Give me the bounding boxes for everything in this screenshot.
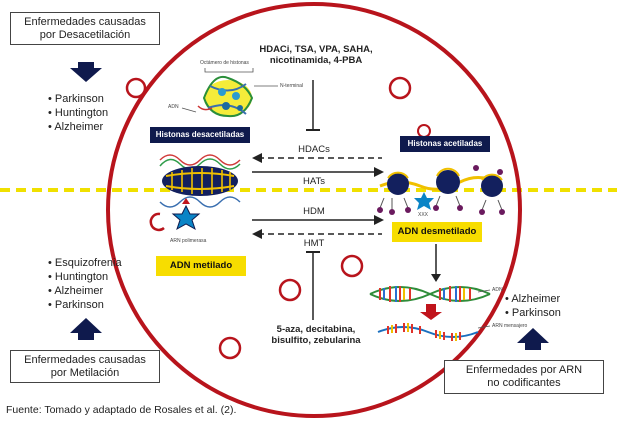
small-ring: [218, 336, 242, 360]
arrow-head: [374, 167, 384, 177]
arrow-head: [431, 274, 441, 282]
octamer-bracket: [204, 68, 254, 73]
text-line: nicotinamida, 4-PBA: [269, 55, 363, 66]
list-item: Alzheimer: [505, 292, 561, 306]
box-line: Enfermedades causadas: [24, 16, 146, 28]
list-item: Alzheimer: [48, 284, 122, 298]
small-ring: [125, 77, 147, 99]
text-line: bisulfito, zebularina: [271, 335, 361, 346]
small-ring: [340, 254, 364, 278]
red-arrow-icon: [182, 198, 190, 204]
small-arc: [149, 212, 165, 232]
adn-label: ADN: [168, 104, 179, 110]
methylation-disease-list: Esquizofrenia Huntington Alzheimer Parki…: [48, 256, 122, 312]
list-item: Huntington: [48, 106, 108, 120]
list-item: Parkinson: [48, 92, 108, 106]
list-item: Esquizofrenia: [48, 256, 122, 270]
octamer-label: Octámero de histonas: [200, 60, 249, 66]
acetylated-chromatin-icon: [377, 165, 505, 215]
up-arrow-icon: [70, 318, 102, 340]
adn-pointer: [181, 107, 197, 113]
deacetylated-chromatin-icon: [159, 154, 241, 208]
acetylated-histones-label: Histonas acetiladas: [400, 136, 490, 152]
adn-right-label: ADN: [492, 287, 503, 293]
arrow-head: [374, 215, 384, 225]
ncrna-disease-list: Alzheimer Parkinson: [505, 292, 561, 320]
down-arrow-icon: [70, 62, 102, 82]
box-line: Enfermedades por ARN: [465, 364, 583, 376]
hats-label: HATs: [303, 176, 325, 187]
demethylated-dna-label: ADN desmetilado: [392, 222, 482, 242]
list-item: Alzheimer: [48, 120, 108, 134]
arrow-head: [252, 153, 262, 163]
deacetylation-disease-list: Parkinson Huntington Alzheimer: [48, 92, 108, 134]
deacetylation-diseases-box: Enfermedades causadas por Desacetilación: [10, 12, 160, 45]
red-arrow-icon: [420, 304, 442, 320]
text-line: 5-aza, decitabina,: [276, 324, 356, 335]
mrna-label: ARN mensajero: [492, 323, 528, 329]
arrow-head: [252, 229, 262, 239]
box-line: por Desacetilación: [39, 29, 131, 41]
hmt-label: HMT: [303, 238, 325, 249]
box-line: no codificantes: [487, 377, 561, 389]
list-item: Parkinson: [48, 298, 122, 312]
list-item: Huntington: [48, 270, 122, 284]
rna-polymerase-label: ARN polimerasa: [170, 238, 207, 244]
deacetylated-histones-label: Histonas desacetiladas: [150, 127, 250, 143]
dnmt-inhibitors-text: 5-aza, decitabina, bisulfito, zebularina: [256, 324, 376, 346]
hdacs-label: HDACs: [298, 144, 330, 155]
small-ring: [388, 76, 412, 100]
hdm-label: HDM: [303, 206, 325, 217]
methylation-diseases-box: Enfermedades causadas por Metilación: [10, 350, 160, 383]
dna-helix-icon: [369, 286, 491, 302]
list-item: Parkinson: [505, 306, 561, 320]
rna-polymerase-icon: [171, 204, 201, 231]
box-line: por Metilación: [50, 367, 120, 379]
histone-octamer-icon: [197, 76, 254, 118]
text-line: HDACi, TSA, VPA, SAHA,: [259, 44, 373, 55]
xxx-label: XXX: [418, 212, 429, 218]
mrna-strand-icon: [377, 323, 479, 341]
small-ring: [278, 278, 302, 302]
up-arrow-icon: [517, 328, 549, 350]
box-line: Enfermedades causadas: [24, 354, 146, 366]
methylated-dna-label: ADN metilado: [156, 256, 246, 276]
hdac-inhibitors-text: HDACi, TSA, VPA, SAHA, nicotinamida, 4-P…: [254, 44, 378, 66]
n-terminal-label: N-terminal: [280, 83, 304, 89]
ncrna-diseases-box: Enfermedades por ARN no codificantes: [444, 360, 604, 394]
cell-circle: [106, 2, 522, 418]
source-caption: Fuente: Tomado y adaptado de Rosales et …: [6, 404, 237, 416]
